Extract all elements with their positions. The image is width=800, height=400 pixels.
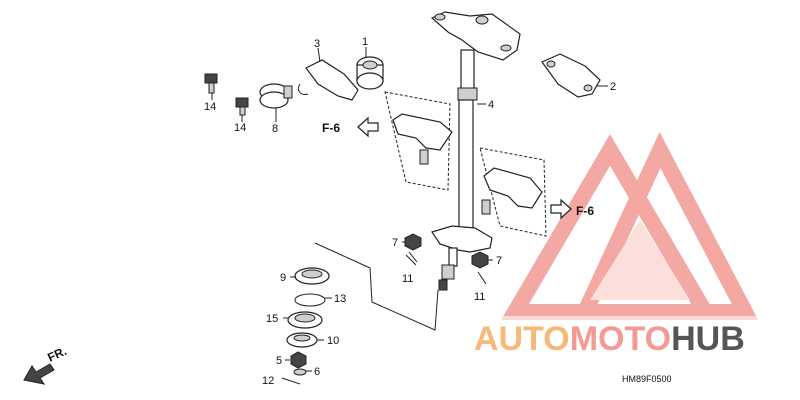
steering-shaft-assembly bbox=[430, 11, 521, 291]
bolt-lower bbox=[235, 97, 249, 122]
callout-3: 3 bbox=[314, 38, 320, 50]
callout-15: 15 bbox=[266, 313, 278, 325]
tie-rod-end-right bbox=[479, 147, 547, 237]
bolt-upper bbox=[204, 73, 218, 100]
oil-seal bbox=[290, 267, 330, 285]
nut-right bbox=[471, 251, 493, 269]
ref-arrow-right bbox=[550, 198, 572, 220]
ref-label-left: F-6 bbox=[322, 121, 340, 135]
exploded-outline bbox=[314, 242, 439, 331]
callout-6: 6 bbox=[314, 366, 320, 378]
lower-seal bbox=[286, 332, 324, 348]
callout-14-lower: 14 bbox=[234, 122, 246, 134]
callout-11-left: 11 bbox=[402, 273, 413, 285]
clamp-bracket bbox=[297, 47, 359, 101]
callout-2: 2 bbox=[610, 81, 616, 93]
tie-rod-end-left bbox=[384, 91, 453, 191]
callout-1: 1 bbox=[362, 36, 368, 48]
callout-8: 8 bbox=[272, 123, 278, 135]
nut-left bbox=[402, 233, 422, 251]
bearing bbox=[283, 311, 323, 329]
watermark-logo bbox=[501, 131, 759, 320]
callout-13: 13 bbox=[334, 293, 346, 305]
callout-5: 5 bbox=[276, 355, 282, 367]
callout-9: 9 bbox=[280, 272, 286, 284]
watermark-word-auto: AUTO bbox=[474, 320, 570, 358]
ref-arrow-left bbox=[357, 116, 379, 138]
watermark-word-moto: MOTO bbox=[570, 320, 671, 358]
callout-7-left: 7 bbox=[392, 237, 398, 249]
watermark-wordmark: AUTOMOTOHUB bbox=[470, 316, 792, 358]
callout-11-right: 11 bbox=[474, 291, 485, 303]
band-clamp bbox=[259, 83, 293, 122]
lock-nut bbox=[285, 351, 307, 369]
bushing bbox=[356, 47, 384, 90]
cotter-pin-left bbox=[405, 251, 418, 266]
callout-14-upper: 14 bbox=[204, 101, 216, 113]
diagram-code: HM89F0500 bbox=[622, 374, 672, 384]
callout-7-right: 7 bbox=[496, 255, 502, 267]
callout-4: 4 bbox=[488, 99, 494, 111]
front-arrow-icon bbox=[23, 363, 55, 385]
cotter-pin-bottom bbox=[281, 377, 301, 385]
front-label: FR. bbox=[45, 344, 68, 365]
circlip bbox=[294, 293, 332, 307]
callout-12: 12 bbox=[262, 375, 274, 387]
watermark-word-hub: HUB bbox=[671, 320, 745, 358]
cotter-pin-right bbox=[477, 271, 487, 285]
ref-label-right: F-6 bbox=[576, 204, 594, 218]
bracket-plate bbox=[541, 53, 608, 98]
callout-10: 10 bbox=[327, 335, 339, 347]
washer bbox=[293, 368, 312, 376]
svg-text:AUTOMOTOHUB: AUTOMOTOHUB bbox=[474, 320, 745, 358]
